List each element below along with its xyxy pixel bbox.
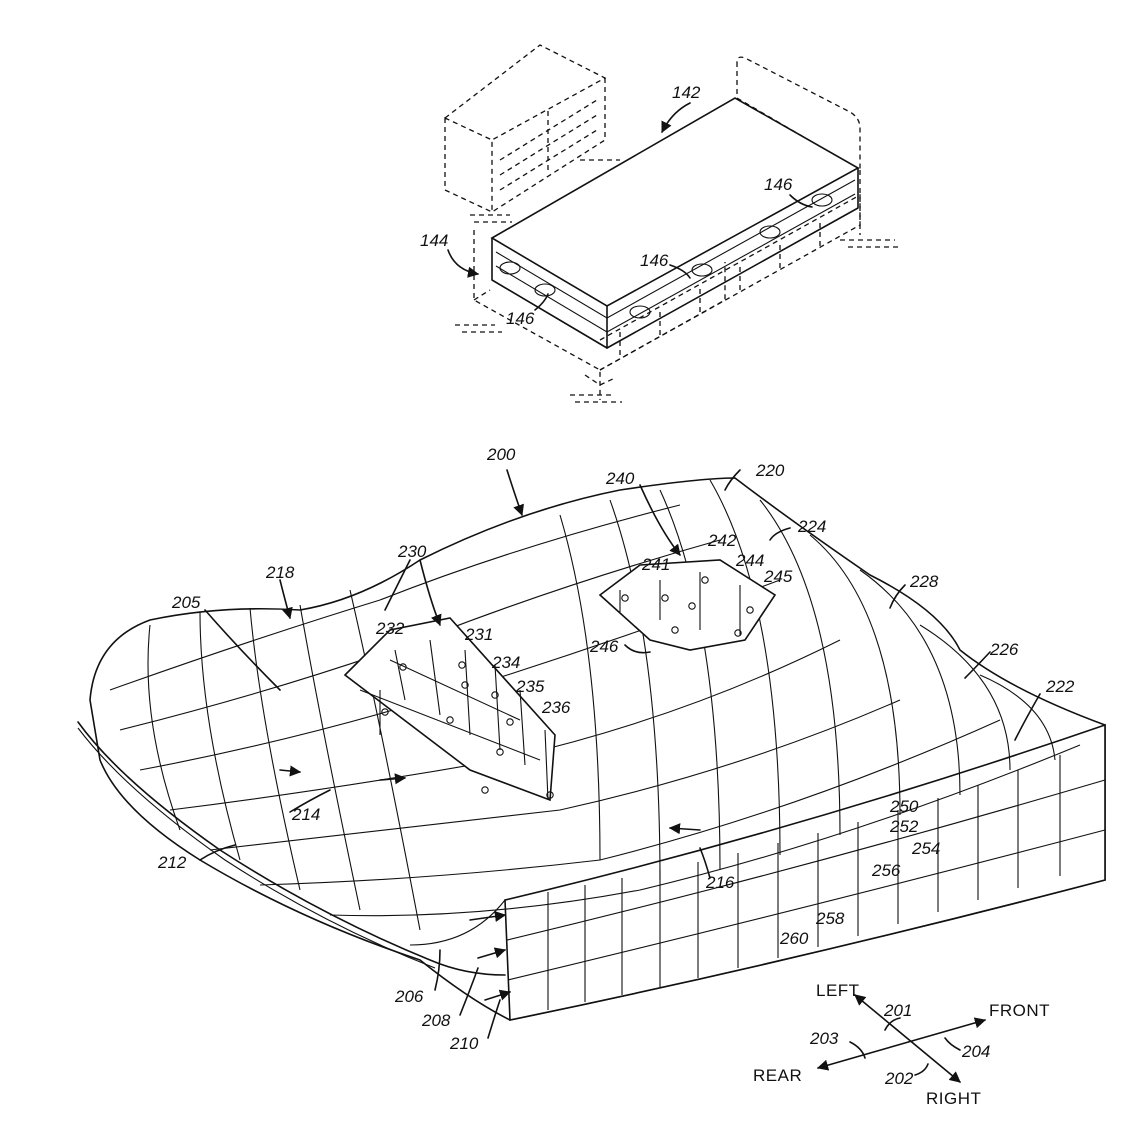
ref-200-label: 200 [486,445,516,464]
compass-right-label: RIGHT [926,1089,981,1108]
mattress-top [492,98,858,348]
ref-228-label: 228 [909,572,939,591]
ref-146-label-left: 146 [506,309,535,328]
ref-212-label: 212 [157,853,187,872]
ref-241-label: 241 [641,555,670,574]
ref-202-label: 202 [884,1069,914,1088]
ref-146-label-right: 146 [764,175,793,194]
ref-205-label: 205 [171,593,201,612]
ref-245-label: 245 [763,567,793,586]
ref-236-label: 236 [541,698,571,717]
ref-230-label: 230 [397,542,427,561]
ref-250-label: 250 [889,797,919,816]
ref-244-label: 244 [735,551,764,570]
ref-260-label: 260 [779,929,809,948]
ref-218-label: 218 [265,563,295,582]
ref-204-label: 204 [961,1042,990,1061]
ref-146-label-middle: 146 [640,251,669,270]
ref-240-label: 240 [605,469,635,488]
ref-234-label: 234 [491,653,520,672]
ref-222-label: 222 [1045,677,1075,696]
ref-203-label: 203 [809,1029,839,1048]
ref-231-label: 231 [464,625,493,644]
bed-figure: 142 144 146 146 146 [420,45,900,402]
ref-206-label: 206 [394,987,424,1006]
ref-254-label: 254 [911,839,940,858]
ref-258-label: 258 [815,909,845,928]
compass-rear-label: REAR [753,1066,802,1085]
compass-left-label: LEFT [816,981,860,1000]
ref-256-label: 256 [871,861,901,880]
ref-208-label: 208 [421,1011,451,1030]
ref-242-label: 242 [707,531,737,550]
ref-232-label: 232 [375,619,405,638]
ref-144-label: 144 [420,231,448,250]
ref-224-label: 224 [797,517,826,536]
ref-246-label: 246 [589,637,619,656]
mattress-figure: 200 205 218 220 224 228 226 222 212 214 … [78,445,1105,1053]
ref-252-label: 252 [889,817,919,836]
ref-210-label: 210 [449,1034,479,1053]
ref-214-label: 214 [291,805,320,824]
compass-front-label: FRONT [989,1001,1050,1020]
ref-216-label: 216 [705,873,735,892]
ref-226-label: 226 [989,640,1019,659]
ref-142-label: 142 [672,83,701,102]
direction-compass: LEFT RIGHT FRONT REAR 201 202 203 204 [753,981,1050,1108]
ref-235-label: 235 [515,677,545,696]
ref-201-label: 201 [883,1001,912,1020]
ref-220-label: 220 [755,461,785,480]
